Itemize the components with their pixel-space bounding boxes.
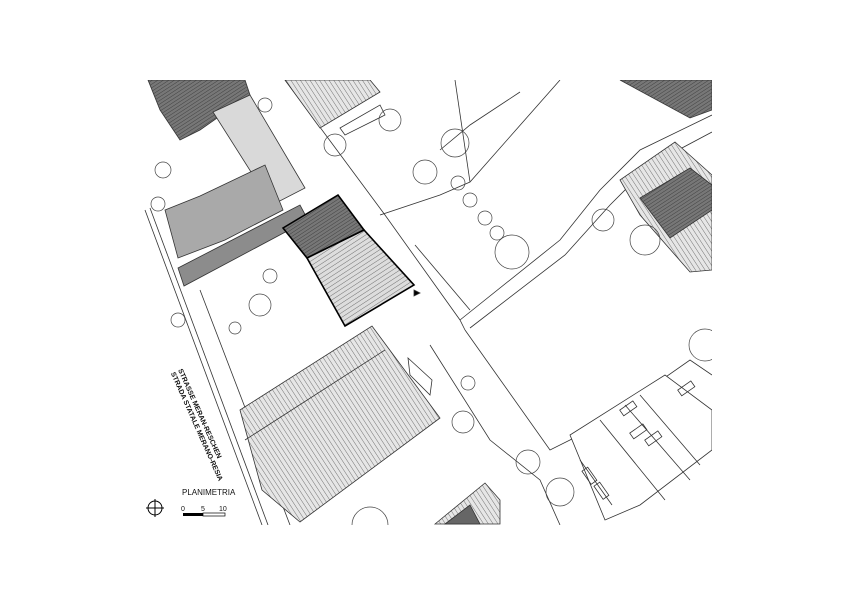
street-label-it: STRADA STATALE MERANO-RESIA — [169, 371, 224, 482]
scale-tick-0: 0 — [181, 506, 185, 513]
scale-tick-5: 5 — [201, 506, 205, 513]
north-arrow-icon — [146, 499, 164, 517]
project-building — [281, 193, 416, 328]
street-label-de: STRASSE MERAN-RESCHEN — [176, 368, 222, 460]
parking-lot — [569, 374, 712, 521]
trees — [150, 97, 712, 525]
scale-tick-10: 10 — [219, 506, 227, 513]
entrance-marker — [413, 289, 421, 297]
drawing-title: PLANIMETRIA — [182, 488, 236, 497]
buildings — [147, 80, 712, 525]
scale-bar: 0 5 10 — [181, 506, 227, 517]
